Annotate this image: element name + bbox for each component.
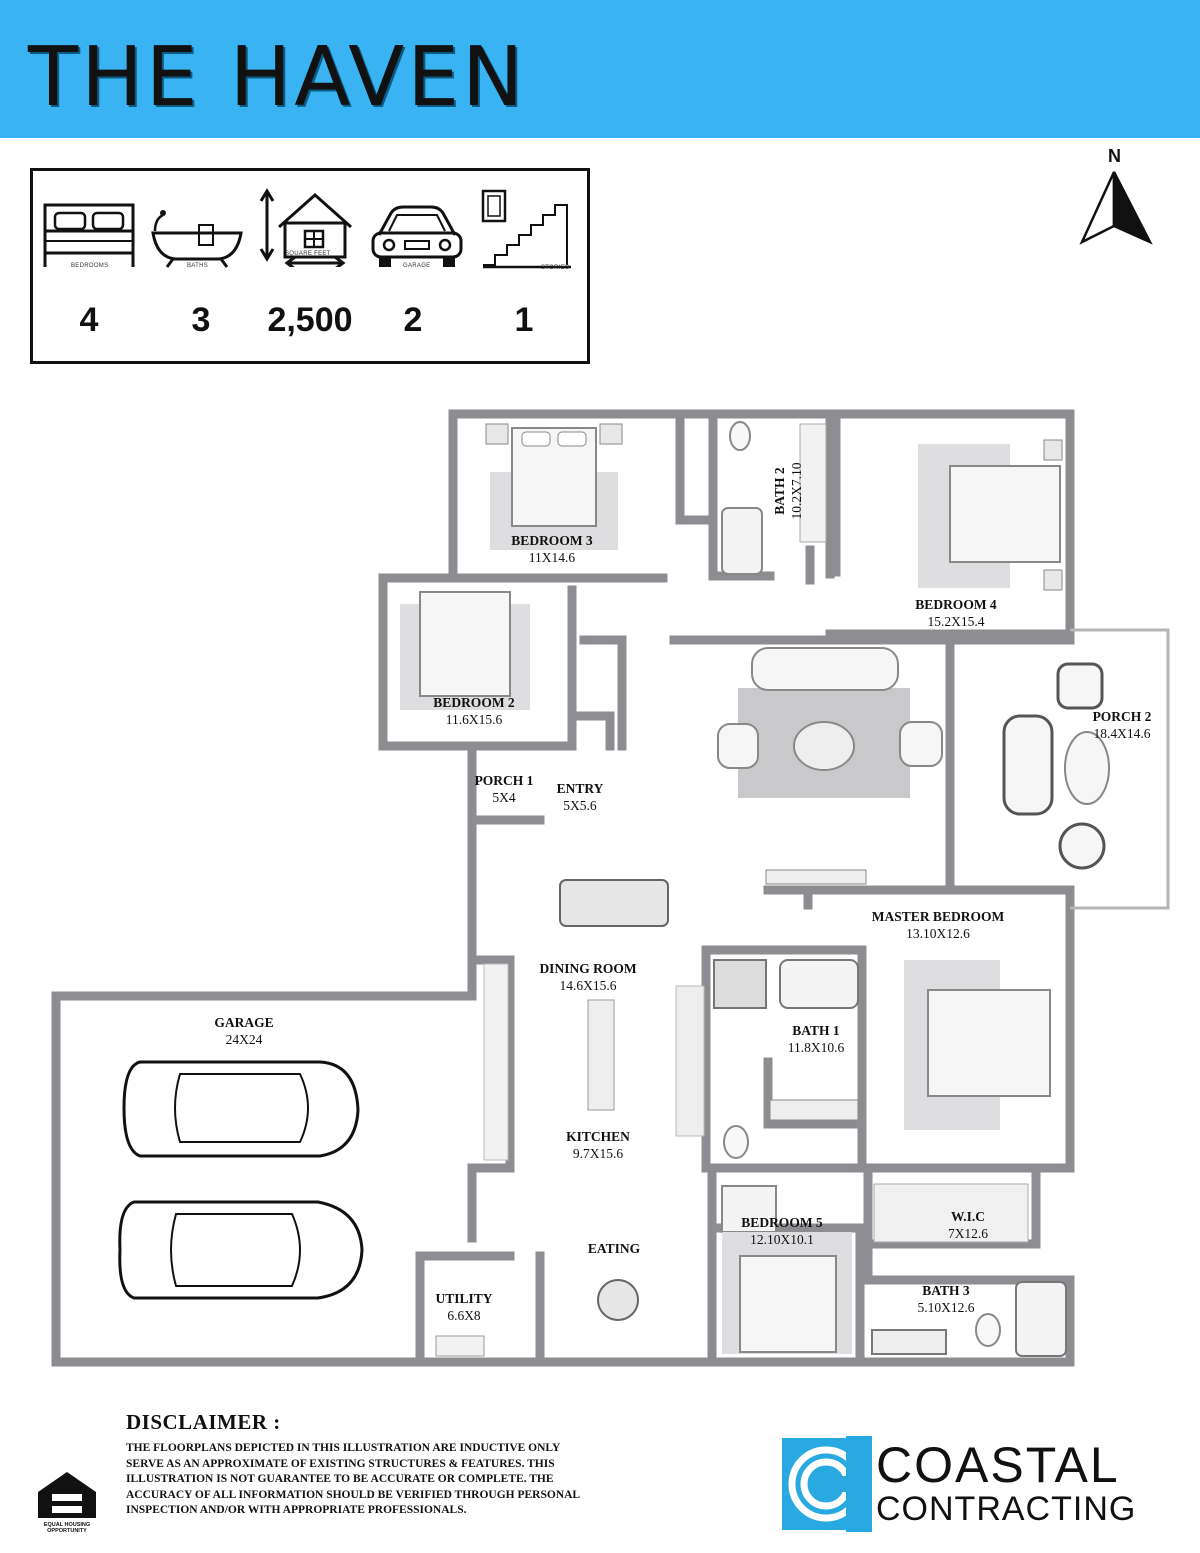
equal-housing-house-icon	[38, 1472, 96, 1518]
stat-bedrooms: BEDROOMS 4	[41, 171, 141, 361]
page-header: THE HAVEN	[0, 0, 1200, 138]
car-icon	[371, 205, 463, 267]
room-eating: EATING	[587, 1241, 641, 1256]
logo-line-2: CONTRACTING	[876, 1490, 1137, 1528]
logo-line-1: COASTAL	[876, 1437, 1120, 1493]
garage-cars	[118, 1060, 364, 1300]
company-logo: COASTAL CONTRACTING	[782, 1436, 1172, 1532]
bed-icon	[43, 203, 135, 267]
house-icon	[259, 188, 352, 267]
baths-value: 3	[191, 301, 211, 339]
stats-box: BEDROOMS 4 BATHS 3 SQUARE FEET 2,500	[30, 168, 590, 364]
bedrooms-value: 4	[79, 301, 99, 339]
garage-value: 2	[403, 301, 423, 339]
north-arrow: N	[1078, 146, 1158, 246]
stat-garage: GARAGE 2	[369, 171, 469, 361]
equal-housing-logo: EQUAL HOUSING OPPORTUNITY	[34, 1468, 100, 1538]
stories-value: 1	[514, 301, 534, 339]
stat-stories: STORIES 1	[479, 171, 579, 361]
stairs-icon	[481, 189, 571, 269]
north-label: N	[1108, 146, 1121, 166]
disclaimer-body: THE FLOORPLANS DEPICTED IN THIS ILLUSTRA…	[126, 1442, 580, 1516]
stat-baths: BATHS 3	[149, 171, 249, 361]
disclaimer: DISCLAIMER : THE FLOORPLANS DEPICTED IN …	[126, 1410, 596, 1519]
equal-housing-caption: EQUAL HOUSING OPPORTUNITY	[43, 1522, 91, 1534]
page-title: THE HAVEN	[28, 30, 527, 125]
bathtub-icon	[151, 210, 243, 268]
stat-square-feet: SQUARE FEET 2,500	[259, 171, 359, 361]
disclaimer-heading: DISCLAIMER :	[126, 1410, 281, 1434]
compass-arrow-icon	[1079, 171, 1153, 245]
logo-mark-icon	[782, 1436, 872, 1532]
square-feet-value: 2,500	[267, 301, 353, 339]
